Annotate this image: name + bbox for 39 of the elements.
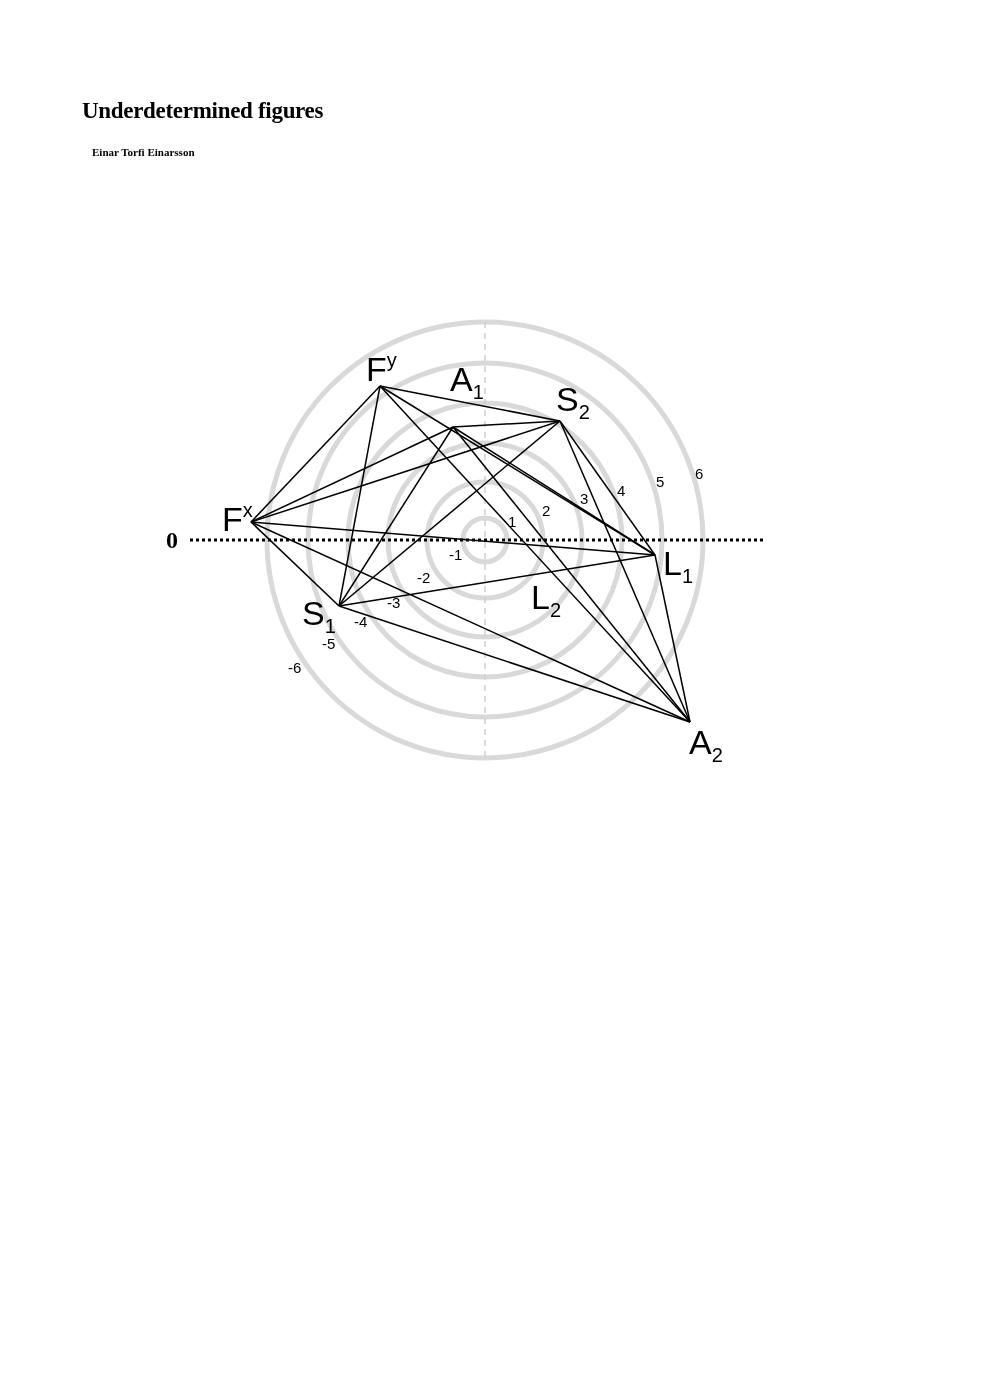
connecting-line [250, 420, 561, 523]
vertex-label: F$^{x}$ [222, 500, 253, 536]
ring-number: -3 [387, 595, 401, 610]
connecting-line [338, 420, 561, 607]
vertex-label: A$_{2}$ [689, 725, 723, 765]
connecting-line [452, 420, 561, 428]
vertex-label: A$_{1}$ [450, 362, 484, 402]
ring-number: -5 [322, 636, 336, 651]
ring-number: 5 [656, 474, 665, 489]
axis-label: 0 [166, 528, 178, 552]
vertex-label: S$_{2}$ [556, 382, 590, 422]
connecting-line [654, 554, 691, 723]
connecting-line [338, 385, 381, 607]
connecting-line [250, 521, 691, 723]
vertex-label: L$_{1}$ [663, 546, 694, 586]
vertex-label: S$_{1}$ [302, 596, 336, 636]
connecting-line [250, 385, 381, 523]
connecting-line [338, 605, 691, 723]
author-name: Einar Torfi Einarsson [92, 147, 195, 158]
connecting-line [250, 521, 656, 556]
connecting-line [452, 426, 691, 723]
connecting-line [250, 426, 454, 523]
ring-number: -1 [449, 547, 463, 562]
connecting-line [559, 420, 691, 723]
ring-number: 2 [542, 503, 551, 518]
connecting-line [338, 554, 656, 607]
vertex-label: F$^{y}$ [366, 350, 397, 386]
point-label: L$_{2}$ [531, 580, 562, 620]
ring-number: 6 [695, 466, 704, 481]
connecting-line [559, 420, 656, 556]
ring-number: -6 [288, 660, 302, 675]
ring-number: 4 [617, 483, 626, 498]
ring-number: -2 [417, 570, 431, 585]
ring-number: -4 [354, 614, 368, 629]
ring-number: 3 [580, 491, 589, 506]
title: Underdetermined figures [82, 98, 324, 124]
connecting-line [338, 426, 454, 607]
connecting-line [250, 521, 340, 607]
connecting-line [452, 426, 656, 556]
